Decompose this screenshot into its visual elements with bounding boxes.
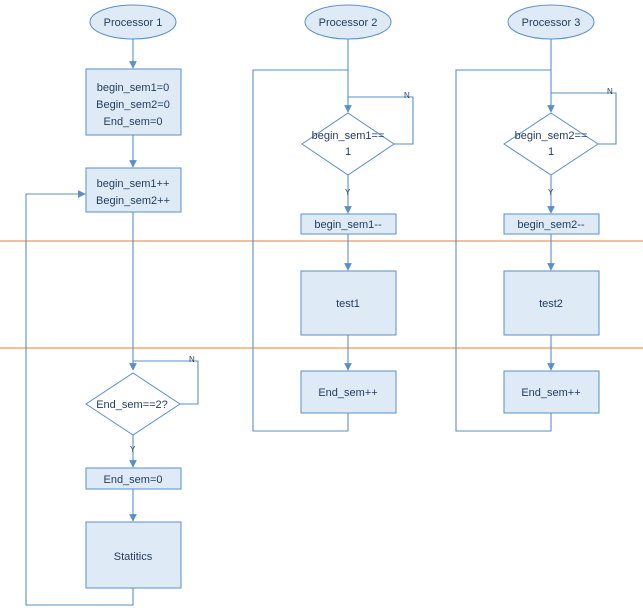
processor1-increment-box	[85, 167, 182, 213]
processor3-work-box	[503, 270, 600, 336]
processor3-end-label: End_sem++	[521, 387, 580, 399]
processor2-end-label: End_sem++	[318, 387, 377, 399]
processor2-check-line-1: begin_sem1==	[312, 130, 385, 142]
processor2-end-box	[300, 370, 397, 414]
processor1-check-no-label: N	[189, 355, 195, 364]
processor3-check-no-label: N	[607, 87, 613, 96]
processor3-end-box	[503, 370, 600, 414]
processor2-return-loop	[252, 69, 349, 432]
processor2-check-line-2: 1	[345, 146, 351, 158]
processor1-init-line-2: Begin_sem2=0	[96, 99, 170, 111]
processor2-work-label: test1	[336, 298, 360, 310]
processor2-decrement-label: begin_sem1--	[314, 219, 382, 231]
processor2-check-yes-label: Y	[345, 188, 351, 197]
processor1-column: Processor 1 begin_sem1=0 Begin_sem2=0 En…	[25, 4, 199, 606]
processor3-check-yes-label: Y	[548, 188, 554, 197]
processor3-column: Processor 3 N begin_sem2== 1 Y begin_sem…	[455, 4, 617, 432]
processor3-return-loop	[455, 69, 552, 432]
processor3-check-line-2: 1	[548, 146, 554, 158]
processor1-check-yes-label: Y	[130, 445, 136, 454]
processor1-increment-line-2: Begin_sem2++	[96, 195, 170, 207]
processor1-init-line-3: End_sem=0	[103, 116, 162, 128]
processor1-init-line-1: begin_sem1=0	[97, 82, 169, 94]
processor3-decrement-label: begin_sem2--	[517, 219, 585, 231]
processor1-increment-line-1: begin_sem1++	[97, 178, 170, 190]
processor3-check-diamond	[503, 112, 599, 176]
processor3-work-label: test2	[539, 298, 563, 310]
processor1-stats-label: Statitics	[114, 551, 153, 563]
processor3-title: Processor 3	[522, 17, 581, 29]
processor2-title: Processor 2	[319, 17, 378, 29]
processor2-work-box	[300, 270, 397, 336]
processor1-check-label: End_sem==2?	[96, 399, 168, 411]
processor1-return-loop	[25, 190, 134, 606]
processor1-title: Processor 1	[104, 17, 163, 29]
processor1-reset-label: End_sem=0	[103, 474, 162, 486]
processor2-check-diamond	[301, 112, 395, 176]
processor2-check-no-label: N	[404, 91, 410, 100]
processor2-column: Processor 2 N begin_sem1== 1 Y begin_sem…	[252, 4, 414, 432]
processor1-stats-box	[85, 521, 182, 589]
processor3-check-line-1: begin_sem2==	[515, 130, 588, 142]
